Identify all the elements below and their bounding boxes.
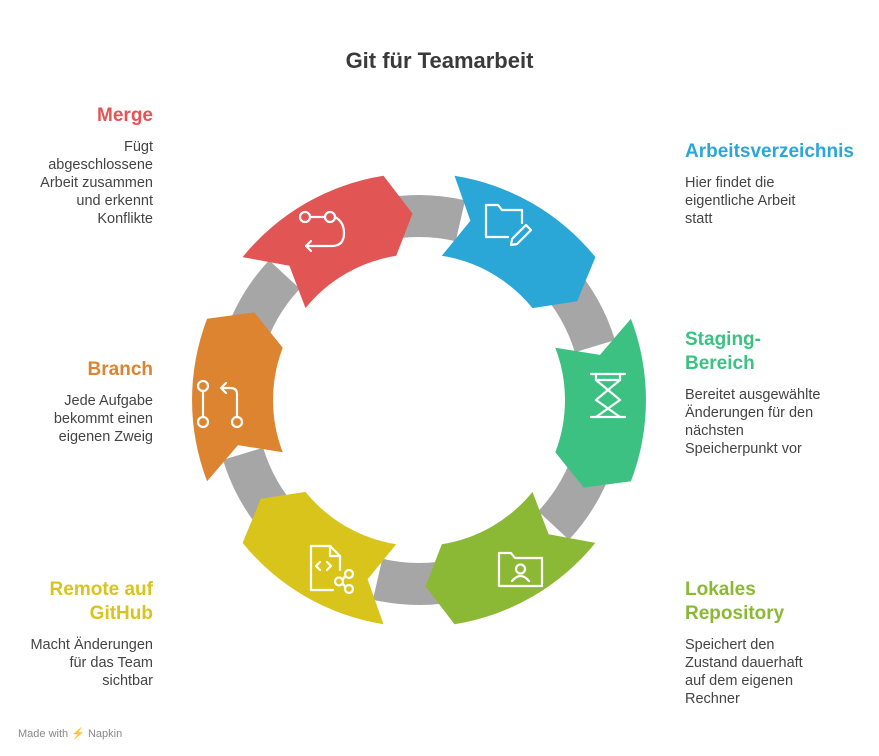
segment-group	[192, 175, 646, 625]
segment-merge	[242, 175, 413, 309]
step-staging: Staging-Bereich Bereitet ausgewählte Änd…	[685, 328, 835, 458]
git-branch-icon	[196, 379, 244, 429]
made-with-text: Made with	[18, 728, 69, 740]
step-description: Bereitet ausgewählte Änderungen für den …	[685, 387, 821, 457]
step-description: Jede Aufgabe bekommt einen eigenen Zweig	[53, 393, 153, 445]
git-merge-icon	[298, 210, 346, 253]
napkin-brand-text: Napkin	[87, 728, 123, 740]
step-lokales-repository: Lokales Repository Speichert den Zustand…	[685, 578, 835, 708]
segment-remote	[242, 491, 397, 625]
step-heading: Branch	[87, 359, 153, 380]
scissor-lift-icon	[589, 372, 627, 419]
diagram-title: Git für Teamarbeit	[345, 48, 534, 73]
step-description: Fügt abgeschlossene Arbeit zusammen und …	[40, 139, 153, 227]
napkin-footer: Made with ⚡ Napkin	[18, 727, 122, 740]
napkin-logo-icon: ⚡	[71, 728, 85, 740]
step-heading: Remote auf GitHub	[49, 579, 153, 624]
user-folder-icon	[497, 551, 544, 588]
segment-lokal	[425, 491, 596, 625]
step-heading: Staging-Bereich	[685, 329, 761, 374]
step-description: Hier findet die eigentliche Arbeit statt	[685, 175, 796, 227]
step-heading: Arbeitsverzeichnis	[685, 141, 854, 162]
step-description: Speichert den Zustand dauerhaft auf dem …	[685, 637, 803, 707]
step-merge: Merge Fügt abgeschlossene Arbeit zusamme…	[18, 104, 153, 228]
step-arbeitsverzeichnis: Arbeitsverzeichnis Hier findet die eigen…	[685, 140, 865, 228]
step-heading: Merge	[97, 105, 153, 126]
step-description: Macht Änderungen für das Team sichtbar	[30, 637, 153, 689]
step-branch: Branch Jede Aufgabe bekommt einen eigene…	[18, 358, 153, 446]
step-heading: Lokales Repository	[685, 579, 785, 624]
code-share-icon	[309, 544, 355, 595]
folder-edit-icon	[484, 203, 533, 247]
step-remote: Remote auf GitHub Macht Änderungen für d…	[18, 578, 153, 690]
